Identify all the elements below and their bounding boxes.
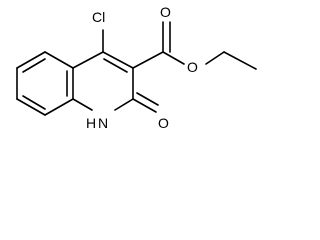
bond (16, 98, 46, 116)
benzene-ring (16, 51, 74, 116)
ester-oxygen-label: O (187, 59, 198, 75)
bond (102, 51, 134, 69)
amide-nitrogen-label: N (98, 115, 108, 131)
bond (16, 51, 46, 69)
double-bond-inner (22, 95, 46, 110)
ring-carbonyl-bond (136, 92, 159, 106)
ring-oxygen-label: O (158, 115, 169, 131)
bond (72, 98, 93, 111)
pyridinone-ring (72, 51, 134, 111)
bond (44, 51, 74, 69)
bond (223, 51, 257, 70)
bond (132, 51, 164, 69)
chlorine-label: Cl (92, 9, 105, 25)
amide-hydrogen-label: H (86, 115, 96, 131)
bond (44, 98, 74, 116)
molecule-diagram: Cl O O H N O (16, 4, 257, 131)
bond (114, 98, 134, 111)
bond (162, 51, 185, 65)
bond (205, 51, 225, 65)
structure-svg: Cl O O H N O (16, 4, 257, 131)
double-bond-inner (22, 58, 46, 73)
carbonyl-oxygen-label: O (160, 4, 171, 20)
ring-carbonyl-bond (132, 98, 157, 113)
double-bond-inner (103, 58, 128, 73)
bond (72, 51, 104, 69)
